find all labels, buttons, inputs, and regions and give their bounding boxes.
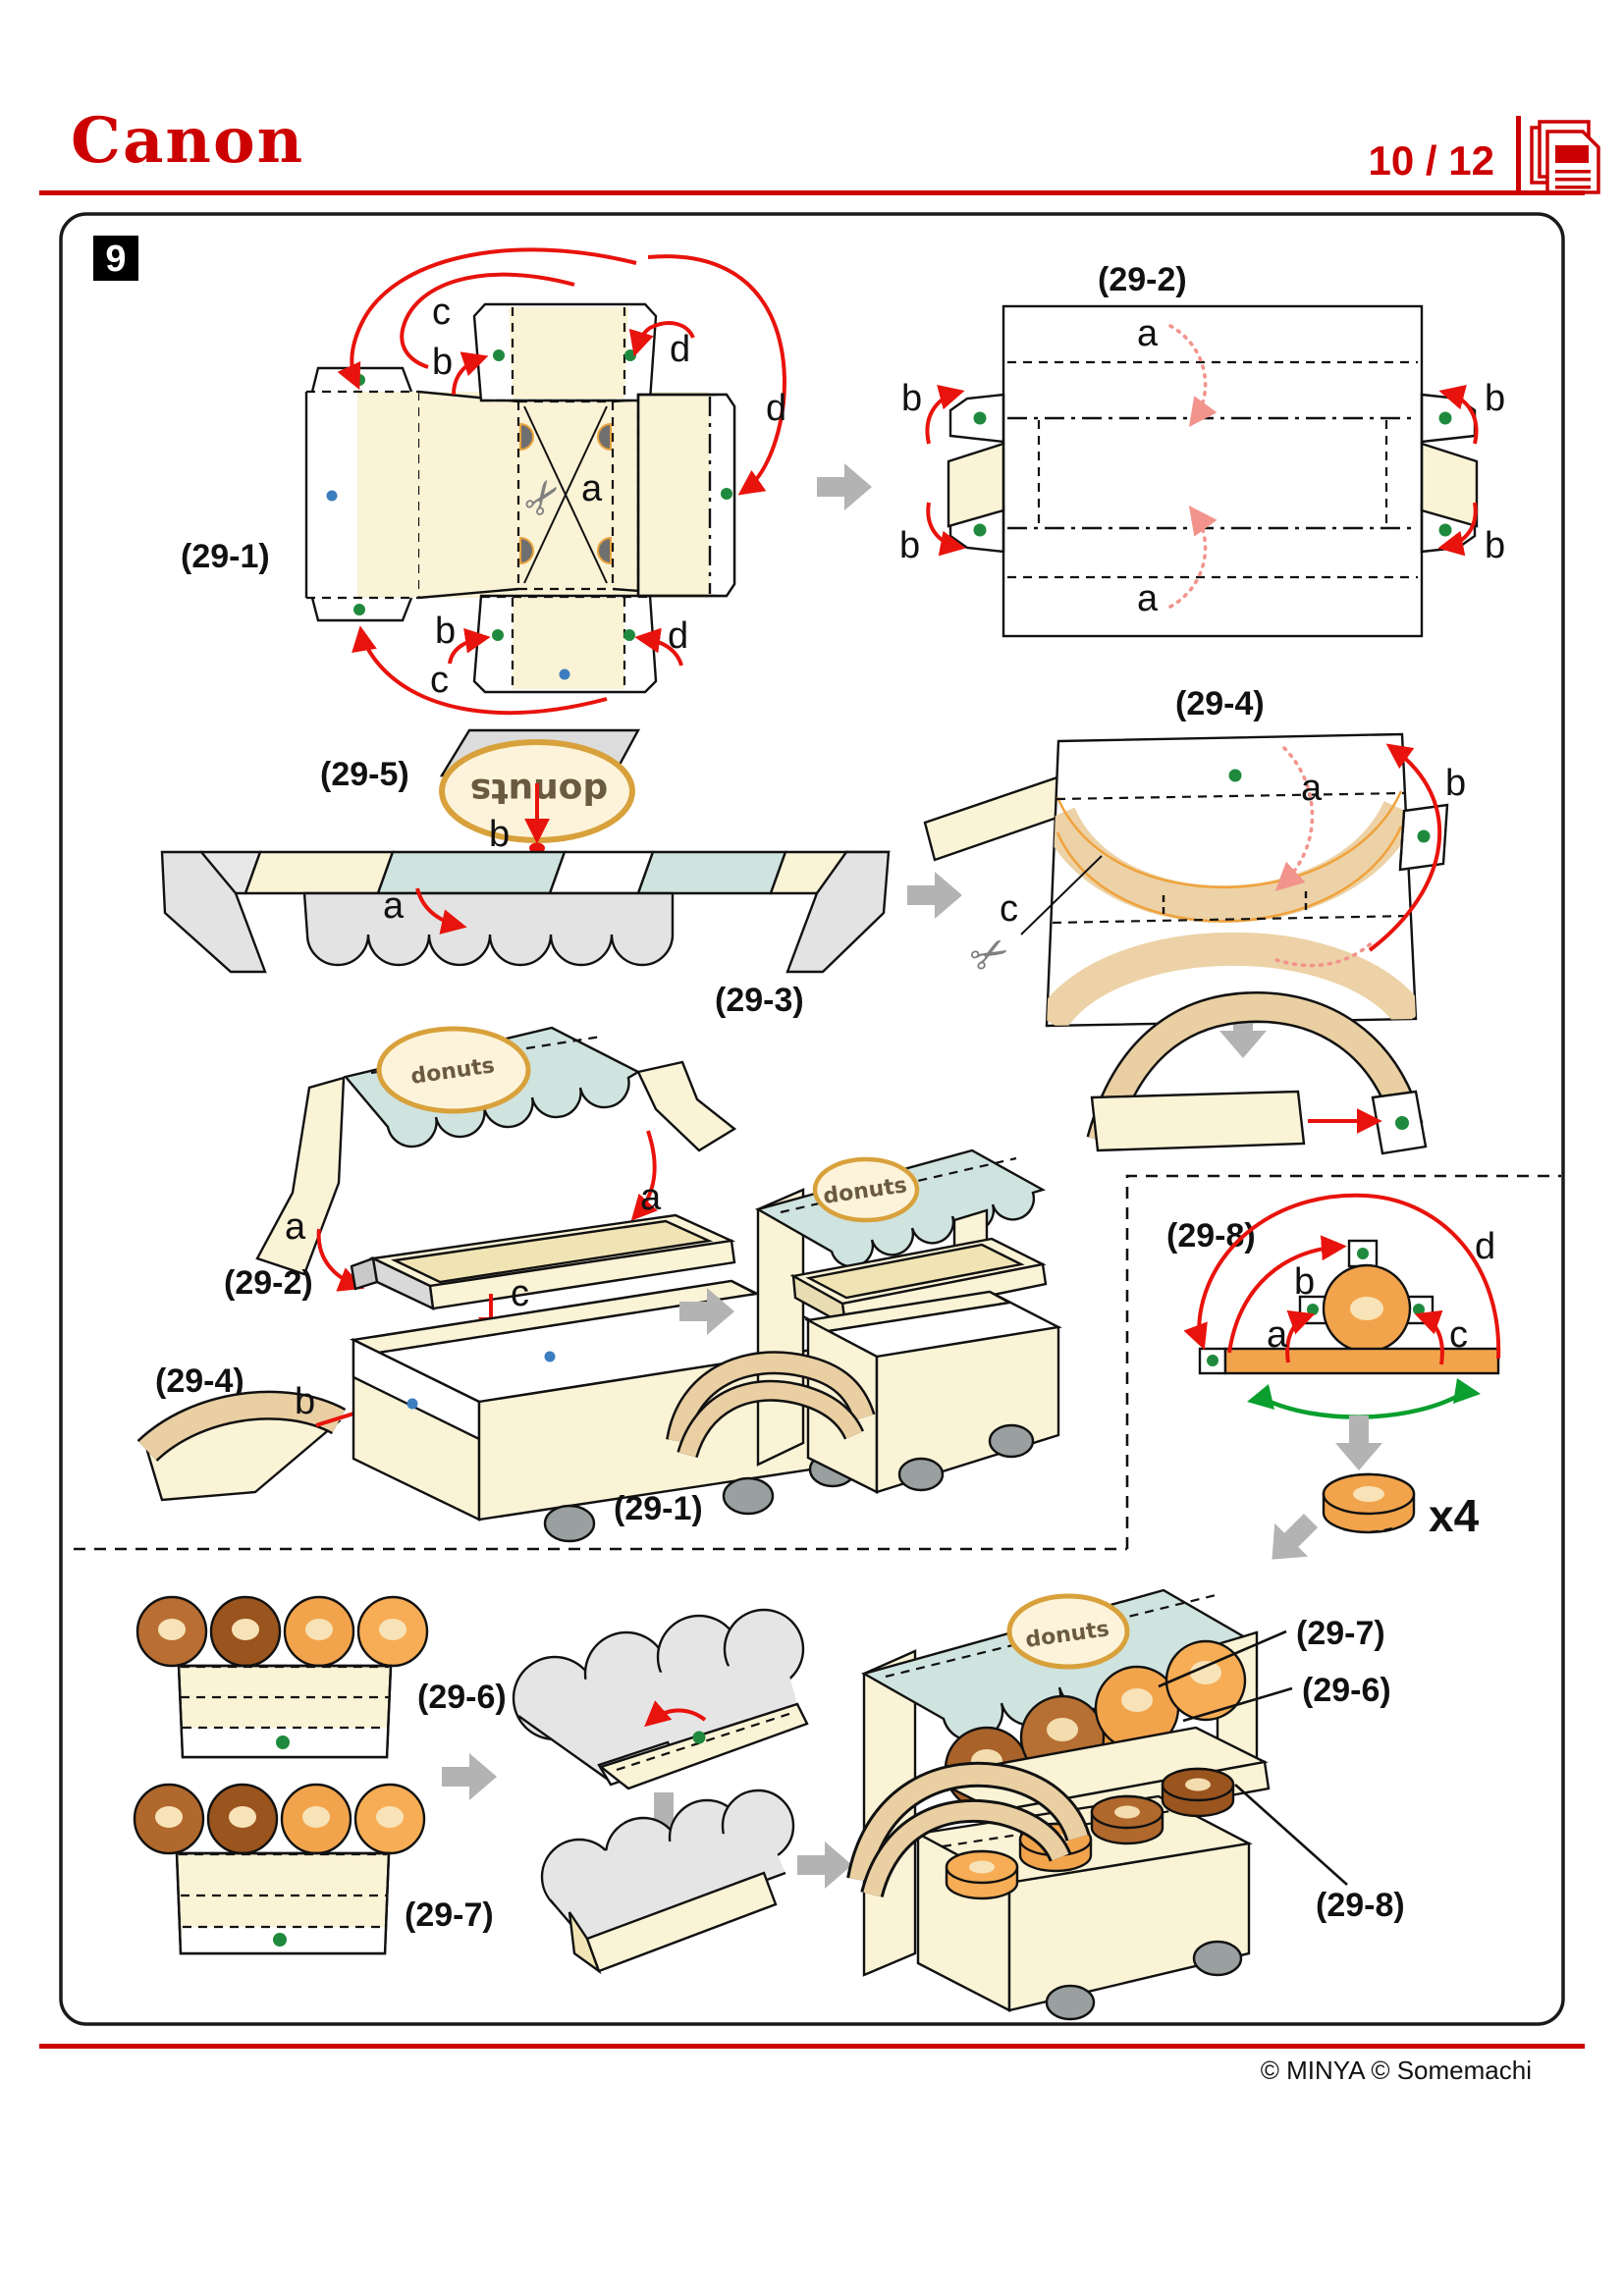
callout-letter-b: b [901,378,922,419]
callout-letter-b: b [489,814,510,855]
callout-letter-a: a [285,1206,306,1248]
part-label-29-4: (29-4) [155,1362,244,1400]
callout-letter-c: c [432,292,451,333]
callout-letter-c: c [1000,888,1018,930]
callout-letter-b: b [1445,763,1466,804]
header-rule [39,190,1585,195]
donut-cylinders [945,1767,1235,1900]
part-label-29-6: (29-6) [417,1679,507,1716]
diagram-29-3: a (29-3) [160,850,891,1019]
callout-letter-c: c [430,660,449,701]
diagram-29-2: (29-2) a a b b b b [899,261,1505,638]
callout-letter-d: d [1475,1226,1495,1267]
callout-letter-b: b [899,525,920,566]
step-badge: 9 [93,236,138,281]
part-label-29-5: (29-5) [320,756,409,793]
callout-letter-a: a [1301,768,1323,809]
quantity-label: x4 [1429,1490,1480,1541]
callout-letter-d: d [766,388,786,429]
diagram-29-4: (29-4) ✂ a b c [923,685,1466,1028]
callout-letter-a: a [1137,578,1159,619]
callout-letter-b: b [1485,378,1505,419]
callout-letter-c: c [1449,1314,1468,1356]
callout-letter-b: b [435,611,456,652]
part-label-29-1: (29-1) [181,538,270,575]
part-label-29-3: (29-3) [715,982,804,1019]
callout-letter-b: b [432,342,453,383]
footer: © MINYA © Somemachi [39,2044,1585,2085]
callout-letter-b: b [1485,525,1505,566]
part-label-29-1: (29-1) [614,1490,703,1527]
page-indicator: 10 / 12 [1369,137,1494,184]
callout-letter-c: c [511,1273,529,1314]
part-label-29-4: (29-4) [1175,685,1265,722]
callout-label-29-8: (29-8) [1316,1887,1405,1924]
part-label-29-2: (29-2) [224,1264,313,1302]
part-label-29-7: (29-7) [405,1896,494,1934]
donut-x4: x4 [1322,1472,1480,1541]
part-label-29-2: (29-2) [1098,261,1187,298]
section-separator [74,1174,1561,1551]
diagram-29-6: (29-6) [135,1595,507,1759]
header: Canon 10 / 12 [39,104,1600,195]
cart-final: donuts [846,1588,1405,2021]
copyright-credits: © MINYA © Somemachi [1261,2056,1532,2085]
footer-rule [39,2044,1585,2049]
callout-letter-a: a [581,468,603,509]
diagram-29-1: ✂ [181,247,786,716]
pages-icon [1530,120,1600,194]
callout-letter-d: d [668,615,688,657]
content-frame [59,212,1565,2026]
header-divider [1516,116,1521,194]
cart-assembled: donuts [666,1148,1062,1494]
callout-label-29-7: (29-7) [1296,1615,1385,1652]
callout-letter-b: b [1294,1261,1315,1303]
step-number: 9 [105,239,126,280]
fold-step-1 [512,1608,809,1790]
diagram-29-5-sign: (29-5) donuts b [320,728,641,855]
callout-letter-a: a [1267,1314,1288,1356]
callout-letter-a: a [383,885,405,927]
callout-letter-a: a [640,1177,662,1218]
callout-letter-b: b [295,1381,315,1422]
fold-step-2 [540,1789,795,1975]
callout-letter-d: d [670,329,690,370]
canon-logo: Canon [71,104,304,178]
callout-label-29-6: (29-6) [1302,1672,1391,1709]
diagram-29-8: (29-8) b a c d [1166,1193,1501,1419]
diagram-29-7: (29-7) [133,1783,494,1955]
handle-folded [1086,990,1428,1155]
callout-letter-a: a [1137,313,1159,354]
